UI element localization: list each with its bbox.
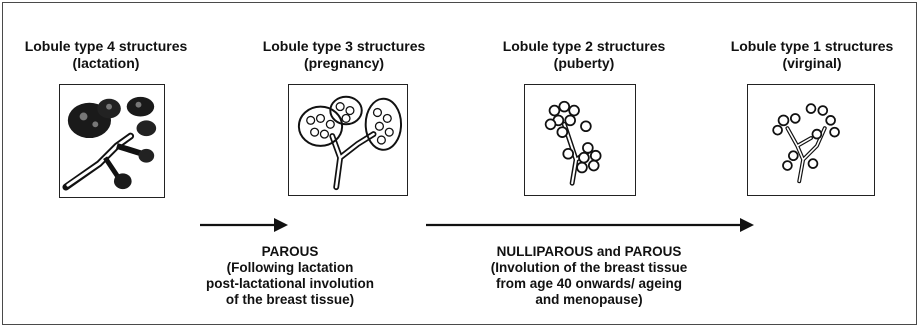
note-line: post-lactational involution <box>190 276 390 292</box>
note-line: from age 40 onwards/ ageing <box>464 276 714 292</box>
stage-subtitle: (lactation) <box>6 55 206 72</box>
note-heading: NULLIPAROUS and PAROUS <box>464 244 714 260</box>
lobule-type-3-icon <box>288 84 408 196</box>
note-line: (Following lactation <box>190 260 390 276</box>
stage-lobule-type-2: Lobule type 2 structures (puberty) <box>484 38 684 72</box>
lobule-type-2-icon <box>524 84 636 196</box>
lobule-type-1-icon <box>747 84 875 196</box>
note-nulliparous-and-parous: NULLIPAROUS and PAROUS (Involution of th… <box>464 244 714 308</box>
stage-lobule-type-3: Lobule type 3 structures (pregnancy) <box>244 38 444 72</box>
stage-subtitle: (pregnancy) <box>244 55 444 72</box>
short-arrow <box>198 216 290 234</box>
stage-subtitle: (virginal) <box>712 55 912 72</box>
stage-title: Lobule type 4 structures <box>6 38 206 55</box>
stage-title: Lobule type 2 structures <box>484 38 684 55</box>
note-heading: PAROUS <box>190 244 390 260</box>
note-line: (Involution of the breast tissue <box>464 260 714 276</box>
lobule-type-4-icon <box>59 84 165 198</box>
stage-lobule-type-4: Lobule type 4 structures (lactation) <box>6 38 206 72</box>
long-arrow <box>424 216 756 234</box>
note-line: and menopause) <box>464 292 714 308</box>
stage-title: Lobule type 1 structures <box>712 38 912 55</box>
stage-subtitle: (puberty) <box>484 55 684 72</box>
stage-lobule-type-1: Lobule type 1 structures (virginal) <box>712 38 912 72</box>
note-parous: PAROUS (Following lactation post-lactati… <box>190 244 390 308</box>
stage-title: Lobule type 3 structures <box>244 38 444 55</box>
note-line: of the breast tissue) <box>190 292 390 308</box>
